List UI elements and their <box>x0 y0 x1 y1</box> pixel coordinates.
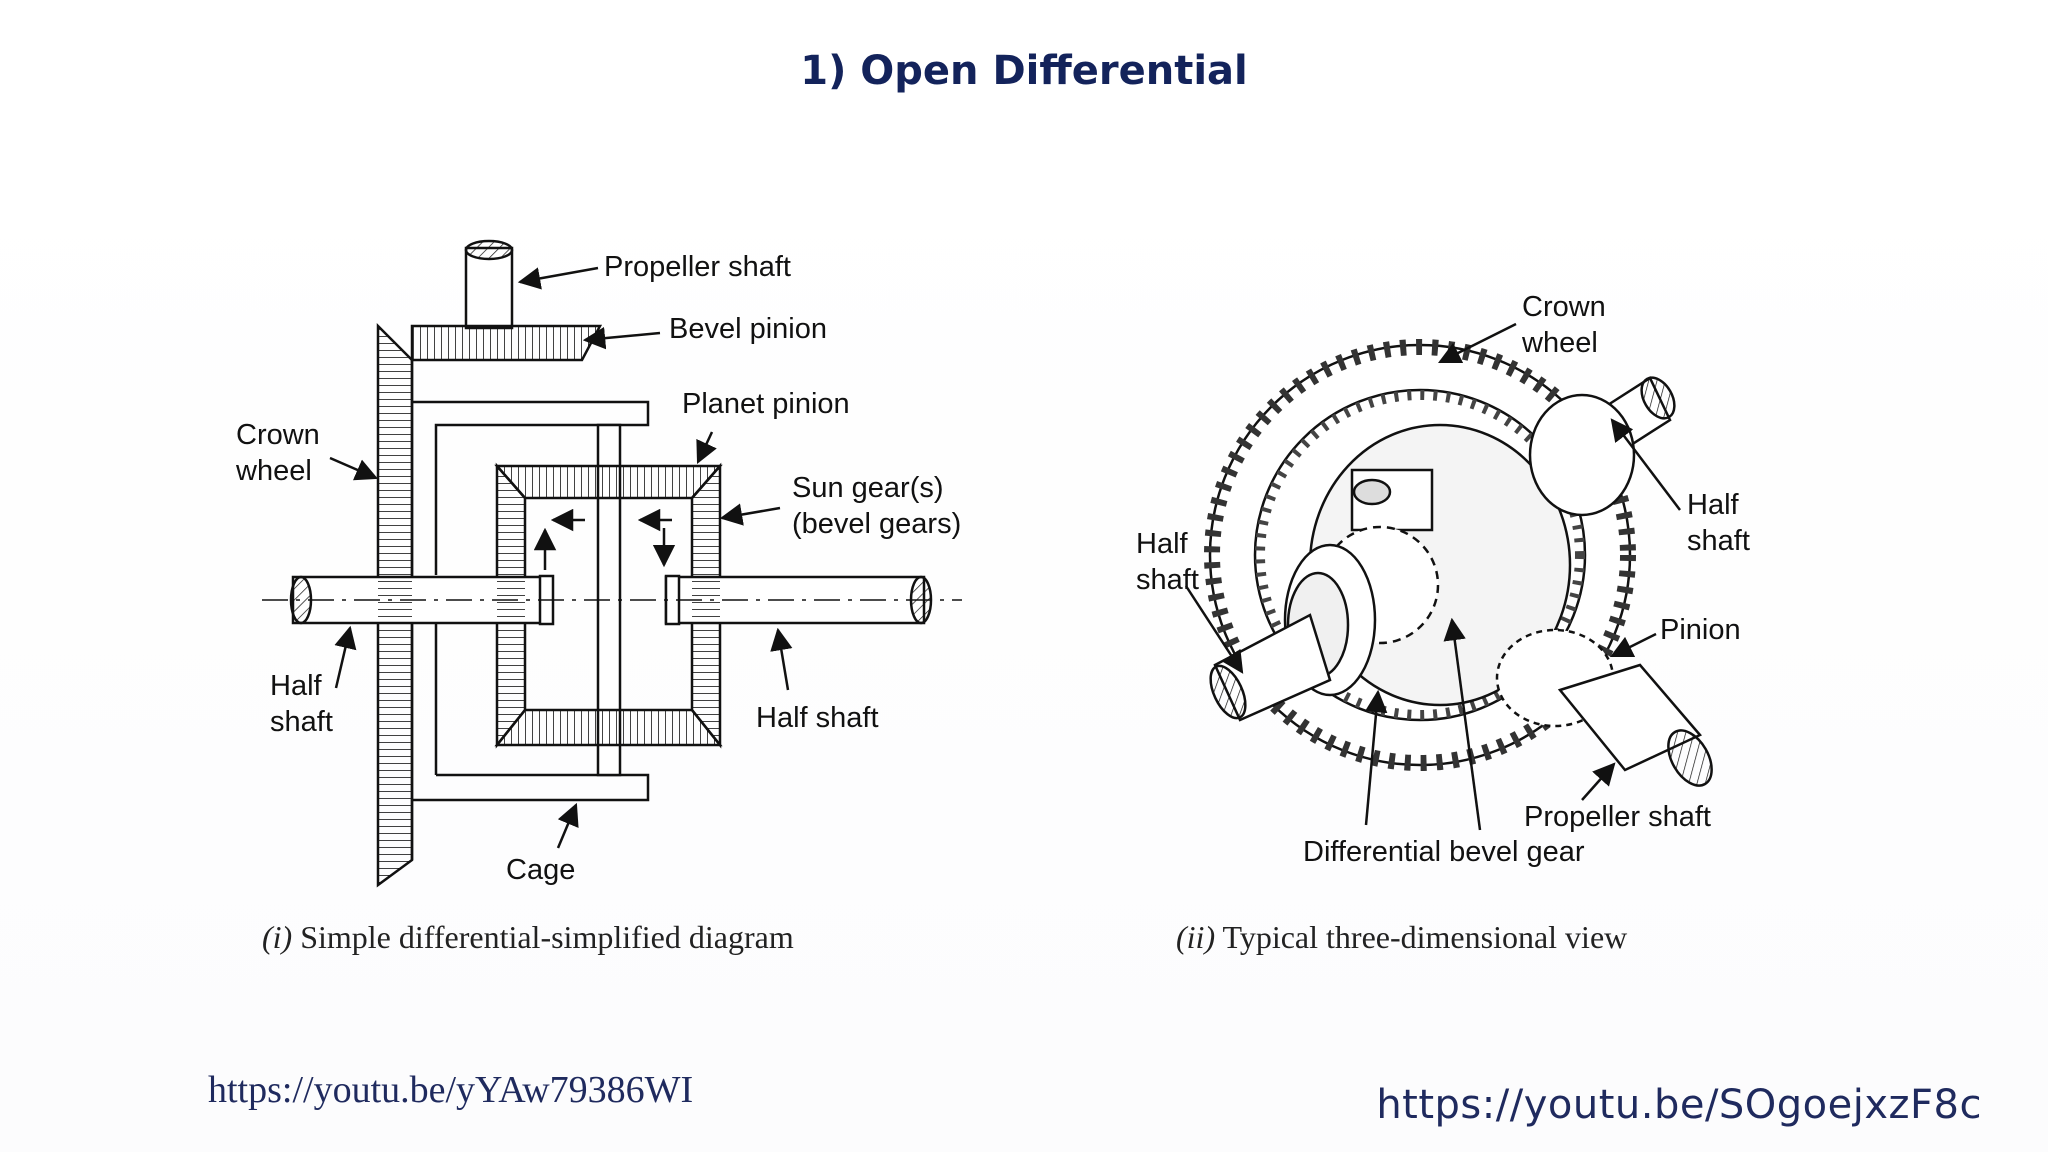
simple-differential-diagram <box>262 239 962 888</box>
label-pinion: Pinion <box>1660 614 1741 646</box>
label-crown-wheel-left-1: Crown <box>236 419 320 451</box>
three-dimensional-view <box>1184 322 1713 831</box>
label-half-shaft-3d-left-1: Half <box>1136 528 1189 560</box>
label-half-shaft-top-2: shaft <box>1687 525 1750 557</box>
caption-left: (i) Simple differential-simplified diagr… <box>262 919 794 955</box>
label-differential-bevel-gear: Differential bevel gear <box>1303 836 1585 868</box>
label-bevel-pinion: Bevel pinion <box>669 313 827 345</box>
caption-right: (ii) Typical three-dimensional view <box>1176 919 1627 955</box>
label-crown-wheel-right-1: Crown <box>1522 291 1606 323</box>
caption-right-prefix: (ii) <box>1176 919 1215 955</box>
caption-left-prefix: (i) <box>262 919 292 955</box>
propeller-shaft-left-diagram <box>464 239 514 330</box>
caption-left-text: Simple differential-simplified diagram <box>292 919 794 955</box>
label-sun-gears-2: (bevel gears) <box>792 508 961 540</box>
label-half-shaft-right: Half shaft <box>756 702 879 734</box>
label-crown-wheel-left-2: wheel <box>235 455 312 487</box>
slide-title: 1) Open Differential <box>800 48 1248 94</box>
caption-right-text: Typical three-dimensional view <box>1215 919 1627 955</box>
label-propeller-shaft-right: Propeller shaft <box>1524 801 1711 833</box>
slide-background <box>0 150 2048 1152</box>
label-half-shaft-left-2: shaft <box>270 706 333 738</box>
pinion-3d <box>1495 628 1713 787</box>
label-half-shaft-top-1: Half <box>1687 489 1740 521</box>
planet-pinion-top <box>494 464 723 500</box>
planet-pinion-bottom <box>494 708 723 747</box>
youtube-link-right[interactable]: https://youtu.be/SOgoejxzF8c <box>1376 1082 1982 1128</box>
label-half-shaft-left-1: Half <box>270 670 323 702</box>
label-cage: Cage <box>506 854 575 886</box>
label-crown-wheel-right-2: wheel <box>1521 327 1598 359</box>
half-shaft-left-3d <box>1209 543 1377 722</box>
label-planet-pinion: Planet pinion <box>682 388 850 420</box>
bevel-pinion <box>410 324 603 362</box>
label-propeller-shaft-left: Propeller shaft <box>604 251 791 283</box>
youtube-link-left[interactable]: https://youtu.be/yYAw79386WI <box>208 1069 694 1111</box>
label-half-shaft-3d-left-2: shaft <box>1136 564 1199 596</box>
label-sun-gears-1: Sun gear(s) <box>792 472 944 504</box>
